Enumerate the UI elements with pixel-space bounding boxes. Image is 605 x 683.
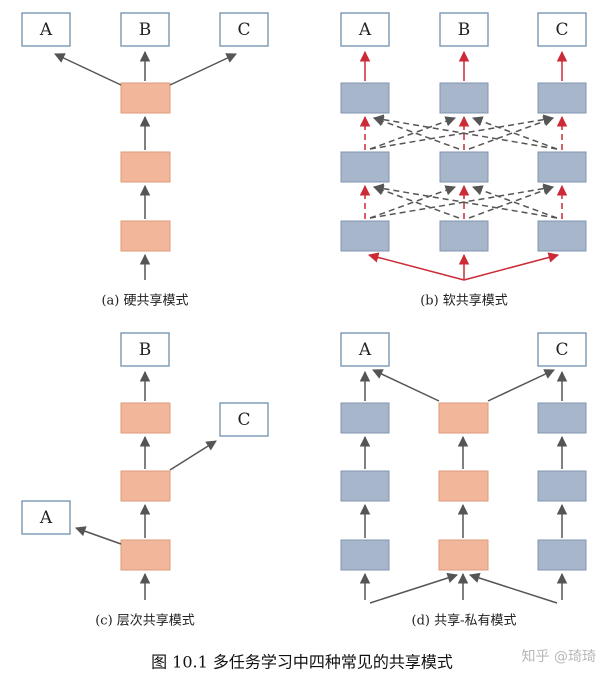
caption-b: (b) 软共享模式 [420,293,508,309]
panel-b-soft-sharing: A B C [340,12,587,309]
input-arrow [463,252,560,281]
private-layer [537,82,587,114]
input-arrow [367,252,465,281]
private-layer [340,220,390,252]
caption-c: (c) 层次共享模式 [95,613,195,629]
private-layer [537,402,587,434]
cross-connections-upper [369,114,558,150]
task-label-b: B [458,20,471,40]
private-layer [537,470,587,502]
task-label-b: B [139,20,152,40]
task-label-c: C [237,410,250,430]
figure-caption: 图 10.1 多任务学习中四种常见的共享模式 [151,653,453,672]
task-box-c: C [537,12,587,47]
caption-d: (d) 共享-私有模式 [412,613,517,629]
shared-layer [438,539,489,571]
private-layer [537,539,587,571]
shared-layer [438,402,489,434]
task-label-a: A [358,20,372,40]
panel-a-hard-sharing: A B C (a) 硬共享模式 [21,12,269,309]
output-arrow-a [75,526,122,545]
shared-layer-2 [120,151,171,183]
task-label-a: A [39,20,53,40]
cross-connections-lower [369,183,558,219]
shared-layer [438,470,489,502]
watermark: 知乎 @琦琦 [522,648,596,665]
task-label-b: B [139,340,152,360]
private-layer [340,539,390,571]
task-label-c: C [555,20,568,40]
task-box-c: C [219,402,269,437]
private-layer [340,82,390,114]
private-layer [340,151,390,183]
shared-to-c-arrow [487,369,555,402]
task-label-a: A [358,340,372,360]
task-box-b: B [439,12,489,47]
task-box-a: A [21,500,71,535]
shared-to-a-arrow [372,369,440,402]
panel-c-hierarchical-sharing: B C A (c) 层次共享模式 [21,332,269,629]
private-layer [340,402,390,434]
task-box-b: B [120,12,170,47]
input-arrow [469,572,558,604]
input-arrow [369,572,458,604]
panel-d-shared-private: A C (d) 共享-私有模式 [340,332,587,629]
task-box-c: C [219,12,269,47]
private-layer [439,220,489,252]
task-label-c: C [555,340,568,360]
private-layer [340,470,390,502]
output-arrow-c [169,53,237,86]
task-box-a: A [340,12,390,47]
task-label-a: A [39,508,53,528]
shared-layer-2 [120,470,171,502]
private-layer [537,220,587,252]
private-layer [439,82,489,114]
shared-layer-3 [120,82,171,114]
task-box-b: B [120,332,170,367]
task-box-a: A [21,12,71,47]
private-layer [439,151,489,183]
shared-layer-1 [120,220,171,252]
private-layer [537,151,587,183]
task-box-c: C [537,332,587,367]
shared-layer-3 [120,402,171,434]
task-label-c: C [237,20,250,40]
task-box-a: A [340,332,390,367]
output-arrow-a [54,53,122,86]
caption-a: (a) 硬共享模式 [101,293,188,309]
output-arrow-c [169,440,217,471]
shared-layer-1 [120,539,171,571]
